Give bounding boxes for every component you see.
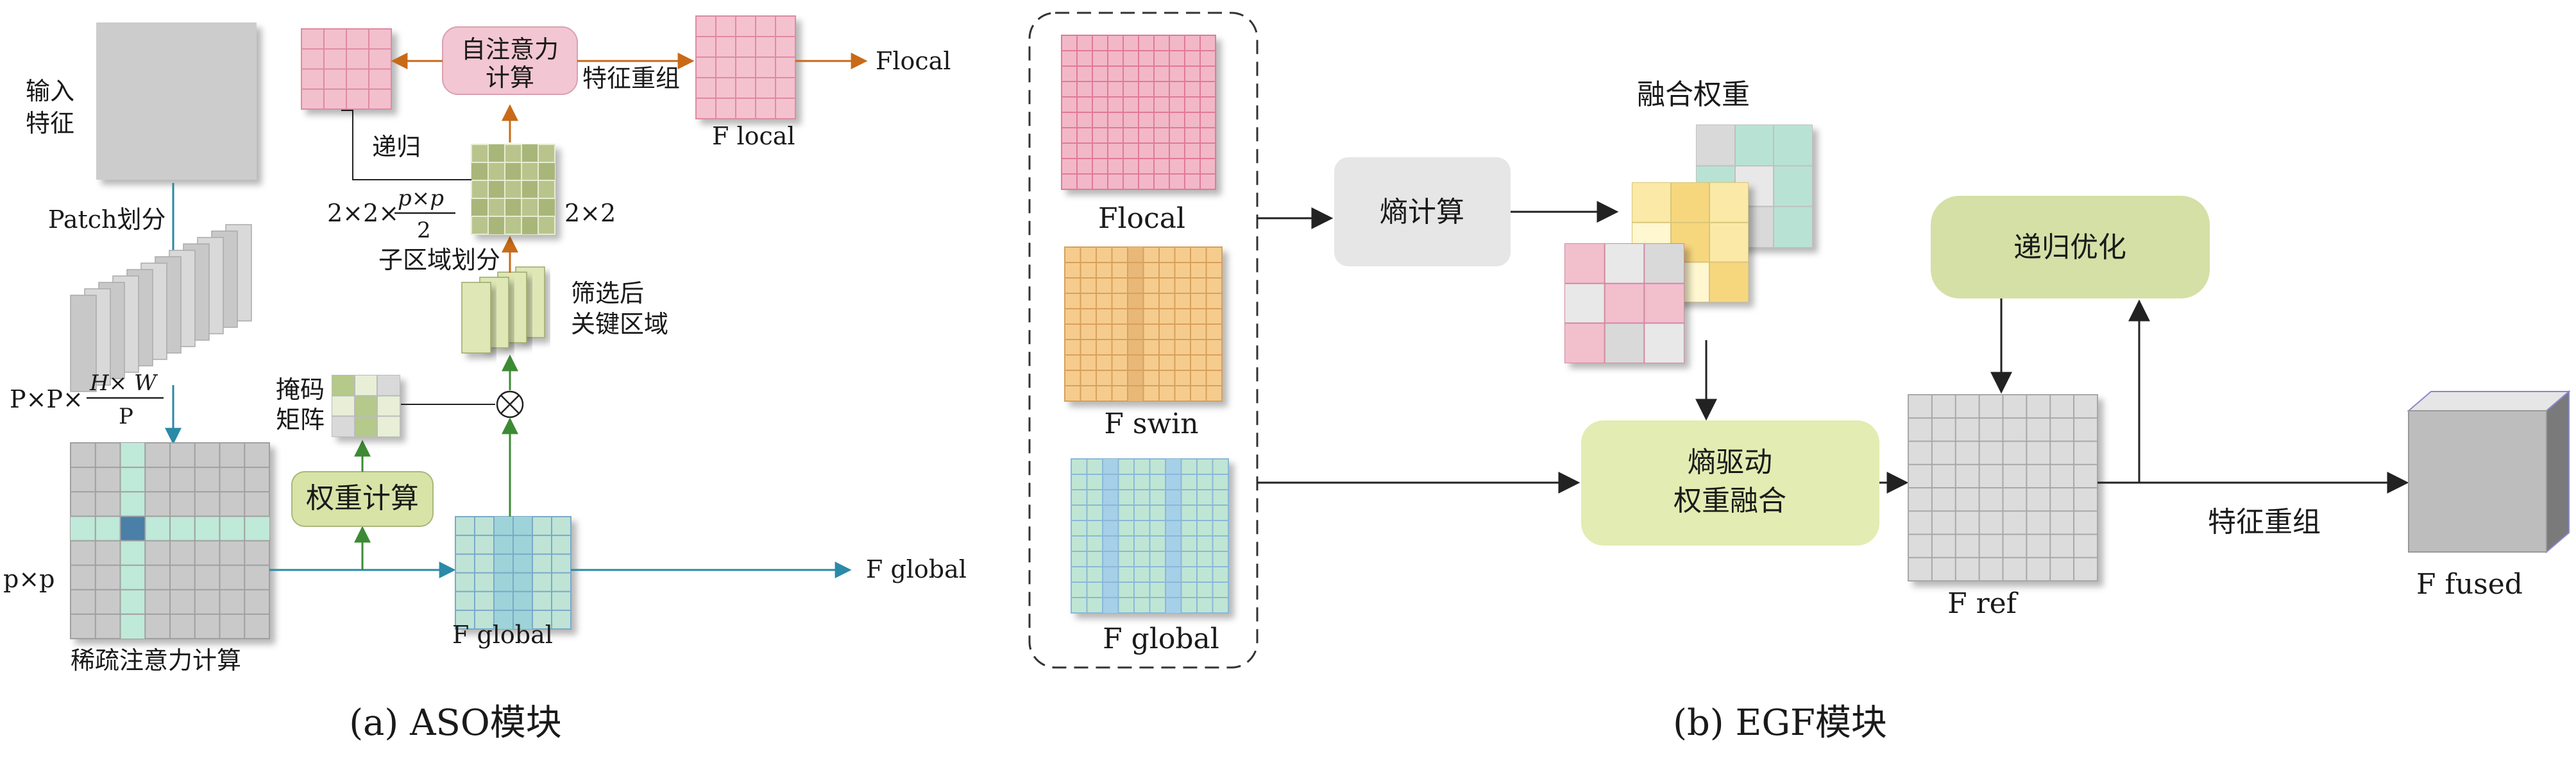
aso-reorg-label: 特征重组 [582, 64, 680, 92]
ppx-prefix: P×P× [10, 385, 83, 413]
entropy-calc-box [1334, 157, 1511, 266]
patch-stack [70, 224, 252, 392]
fglobal-grid [455, 516, 572, 630]
aso-caption: (a) ASO模块 [349, 702, 562, 744]
pxp-label: p×p [3, 565, 55, 593]
mask-matrix [332, 375, 400, 437]
input-feature-block [96, 22, 257, 180]
fglobal-out-label: F global [866, 555, 967, 583]
hw-denominator: P [119, 404, 133, 429]
egf-reorg-label: 特征重组 [2208, 506, 2321, 538]
dim-prefix: 2×2× [327, 199, 399, 227]
fused-cube [2407, 390, 2571, 554]
dim-denominator: 2 [417, 218, 431, 243]
input-features-frame [1028, 12, 1258, 669]
self-attn-label-2: 计算 [486, 64, 534, 92]
sparse-label: 稀疏注意力计算 [71, 646, 241, 675]
fusion-weight-label: 融合权重 [1637, 78, 1750, 111]
fglobal-grid-label: F global [452, 621, 553, 649]
flocal-grid [695, 15, 796, 119]
mask-label-1: 掩码 [276, 375, 325, 404]
fusion-weight-stack [1564, 125, 1813, 363]
filtered-label-1: 筛选后 [571, 279, 644, 307]
entropy-calc-label: 熵计算 [1380, 196, 1464, 228]
input-label-1: 输入 [26, 77, 74, 105]
flocal-tile [1061, 35, 1216, 190]
subregion-grid [471, 144, 555, 235]
egf-fswin-label: F swin [1104, 408, 1198, 440]
hw-numerator: H× W [89, 370, 158, 396]
fref-grid [1908, 394, 2098, 581]
filtered-label-2: 关键区域 [571, 310, 668, 338]
entropy-fusion-box [1581, 420, 1879, 546]
recursive-label: 递归 [372, 133, 421, 161]
flocal-out-label: Flocal [876, 47, 951, 75]
recursive-opt-label: 递归优化 [2013, 231, 2126, 264]
recursive-opt-box [1931, 196, 2210, 298]
fref-label: F ref [1947, 587, 2019, 620]
self-attn-label-1: 自注意力 [461, 35, 559, 64]
patch-label: Patch划分 [48, 205, 166, 234]
sparse-attention-grid [70, 442, 270, 639]
egf-fglobal-label: F global [1103, 623, 1219, 655]
egf-flocal-label: Flocal [1098, 202, 1185, 235]
fswin-tile [1064, 246, 1223, 402]
flocal-grid-label: F local [712, 122, 795, 150]
aso-module: 输入 特征 Patch划分 P×P× H× W P p×p 稀疏注意力计算 权重… [3, 15, 967, 744]
entropy-fusion-label-1: 熵驱动 [1688, 446, 1772, 479]
fglobal-tile [1071, 458, 1229, 614]
subregion-label: 子区域划分 [378, 246, 500, 274]
input-label-2: 特征 [26, 109, 74, 137]
mask-label-2: 矩阵 [276, 406, 325, 434]
fused-label: F fused [2416, 568, 2523, 601]
filtered-regions-stack [461, 266, 545, 354]
recursive-pink-grid [301, 28, 392, 110]
egf-caption: (b) EGF模块 [1673, 702, 1887, 744]
entropy-fusion-label-2: 权重融合 [1674, 485, 1786, 517]
egf-module: Flocal F swin F global 熵计算 融合权重 熵驱动 权重融合… [1028, 12, 2571, 744]
dim-right: 2×2 [564, 199, 616, 227]
weight-calc-label: 权重计算 [306, 482, 419, 515]
dim-numerator: p×p [398, 185, 444, 211]
